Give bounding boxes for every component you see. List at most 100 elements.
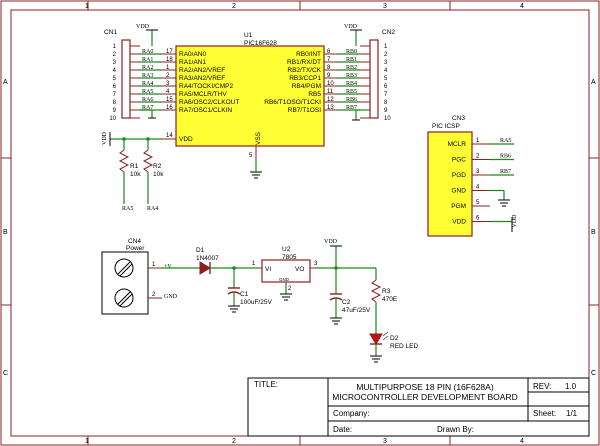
u1-left-pin-name: RA6/OSC2/CLKOUT (179, 99, 239, 106)
cn3-pin-number: 3 (476, 169, 480, 175)
r1-value: 10k (130, 171, 141, 178)
vdd-cn2: VDD (344, 24, 368, 121)
cn3-pin-number: 4 (476, 185, 480, 191)
cn1-net-label: RA5 (142, 89, 153, 95)
cn3-pin-name: PGC (452, 157, 466, 164)
cn2-pin-number: 6 (384, 84, 388, 90)
cn2-pin-number: 9 (384, 108, 388, 114)
u1-left-pin-number: 3 (166, 81, 170, 87)
frame-col-3: 3 (383, 3, 387, 10)
u1-vss-pin-number: 5 (249, 153, 253, 159)
r3-resistor (370, 279, 382, 303)
cn3-pin-name: PGM (451, 203, 466, 210)
u1-right-pin-number: 8 (327, 65, 331, 71)
cn3-value: PIC ICSP (432, 123, 460, 130)
frame-row-b-right: B (591, 229, 596, 236)
u2-pin3-number: 3 (314, 261, 318, 267)
cn2-net-label: RB6 (346, 97, 357, 103)
cn4-terminal-1-screw (114, 258, 134, 278)
u1-left-pin-number: 18 (166, 57, 173, 63)
cn1-net-label: RA7 (142, 105, 153, 111)
cn3-pin-number: 2 (476, 154, 480, 160)
cn2-pin-number: 4 (384, 68, 388, 74)
cn1-net-label: RA2 (142, 65, 153, 71)
cn1-pin-number: 5 (113, 76, 117, 82)
u1-left-pin-number: 2 (166, 73, 170, 79)
d2-led-triangle (369, 333, 383, 345)
cn4-value: Power (126, 245, 145, 252)
date-label: Date: (333, 425, 352, 434)
frame-col-4-bottom: 4 (520, 438, 524, 445)
u2-vi-label: VI (265, 266, 271, 273)
cn1-pin-number: 4 (113, 68, 117, 74)
u1-right-pins: 6RB0/INT7RB1/RX/DT8RB2/TX/CK9RB3/CCP110R… (264, 49, 338, 114)
cn4-body (101, 251, 149, 315)
cn1-ref: CN1 (104, 29, 117, 36)
c2-value: 47uF/25V (342, 307, 371, 314)
r2-resistor (142, 149, 154, 173)
u1-right-pin-name: RB4/PGM (292, 83, 321, 90)
u1-right-pin-name: RB2/TX/CK (287, 67, 321, 74)
cn3-vdd-label: VDD (512, 214, 518, 228)
cn1-pin-number: 9 (113, 108, 117, 114)
r3-value: 470E (382, 296, 398, 303)
u2-gnd-label: GND (279, 277, 290, 282)
u2-ref: U2 (282, 246, 291, 253)
u1-left-pin-number: 1 (166, 65, 170, 71)
frame-col-1: 1 (85, 3, 89, 10)
u1-vdd-pin-name: VDD (179, 136, 193, 143)
cn3-pin-number: 1 (476, 138, 480, 144)
cn4-pin2-number: 2 (152, 292, 156, 298)
c1-ref: C1 (240, 291, 249, 298)
diode-d1: D1 1N4007 (196, 247, 258, 275)
u1-body (175, 45, 325, 147)
vdd-cn1: VDD (136, 24, 158, 119)
cn2-pin-number: 7 (384, 92, 388, 98)
u1-left-pin-number: 17 (166, 49, 173, 55)
d2-ref: D2 (390, 335, 399, 342)
cn1-net-label: RA1 (142, 57, 153, 63)
u1-ground-symbol (250, 171, 262, 179)
title-line-1: MULTIPURPOSE 18 PIN (16F628A) (356, 382, 493, 392)
company-label: Company: (333, 409, 369, 418)
cn1-net-label: RA6 (142, 97, 153, 103)
d2-value: RED LED (390, 343, 418, 350)
cn2-pin-number: 10 (384, 116, 391, 122)
frame-row-a-right: A (591, 79, 596, 86)
u2-pin1-number: 1 (252, 261, 256, 267)
cn3-ref: CN3 (452, 115, 465, 122)
cn2-net-label: RB2 (346, 65, 357, 71)
frame-col-3-bottom: 3 (383, 438, 387, 445)
r2-value: 10k (153, 171, 164, 178)
cn2-net-label: RB5 (346, 89, 357, 95)
vdd-cn1-label: VDD (136, 24, 150, 30)
u1-right-pin-number: 11 (327, 89, 334, 95)
cn1-net-label: RA0 (142, 49, 153, 55)
u2-vo-label: VO (295, 266, 304, 273)
cn3-pin-name: VDD (452, 219, 466, 226)
cn1-pin-number: 7 (113, 92, 117, 98)
r1-resistor (118, 149, 130, 173)
cn2-net-label: RB1 (346, 57, 357, 63)
cn4-ref: CN4 (128, 238, 141, 245)
title-block: TITLE: MULTIPURPOSE 18 PIN (16F628A) MIC… (247, 377, 590, 437)
frame-row-a: A (3, 79, 8, 86)
capacitor-c1: C1 100uF/25V (227, 266, 272, 313)
cn4-net-gnd: GND (164, 294, 178, 300)
cn2-net-label: RB3 (346, 73, 357, 79)
vdd-left-label: VDD (102, 131, 108, 145)
u1-right-pin-name: RB0/INT (296, 51, 321, 58)
u1-left-pin-name: RA4/TOCKI/CMP2 (179, 83, 233, 90)
title-line-2: MICROCONTROLLER DEVELOPMENT BOARD (332, 392, 517, 402)
cn1-net-label: RA4 (142, 81, 153, 87)
drawn-by-label: Drawn By: (437, 425, 474, 434)
c1-value: 100uF/25V (240, 299, 272, 306)
u1-left-pin-name: RA2/AN2/VREF (179, 67, 225, 74)
u1-right-pin-name: RB1/RX/DT (287, 59, 321, 66)
frame-row-c-right: C (591, 370, 596, 377)
